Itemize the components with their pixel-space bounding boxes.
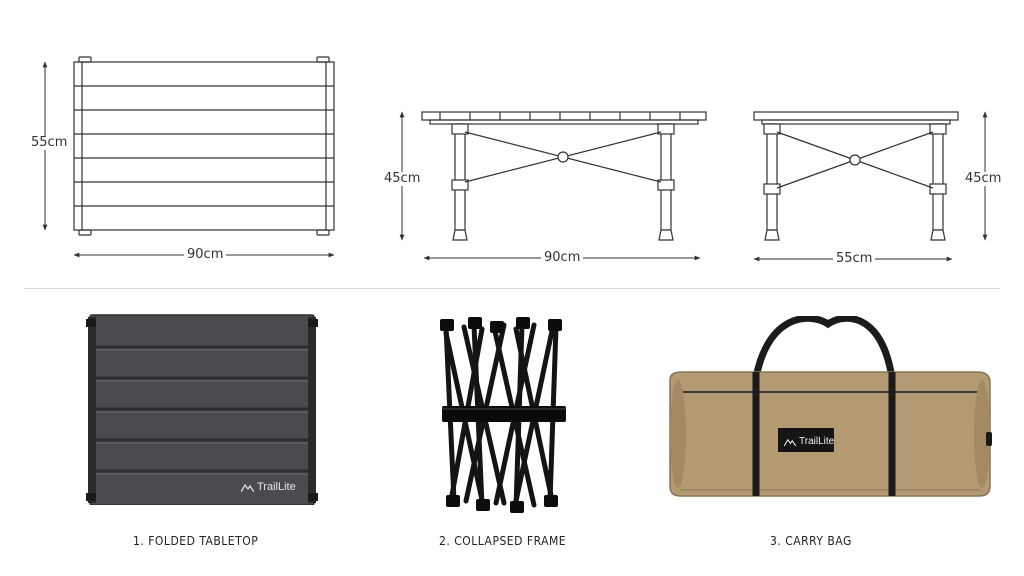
folded-tabletop-image [86,314,318,505]
collapsed-frame-image [440,317,566,513]
caption-folded-tabletop: 1. FOLDED TABLETOP [133,534,259,548]
bag-logo: TrailLite [784,436,834,447]
carry-bag-image [669,316,992,497]
mountain-logo-icon [784,438,796,446]
side-view-height-label: 45cm [962,172,1005,186]
top-view-width-label: 90cm [184,248,227,262]
front-view-height-label: 45cm [381,172,424,186]
side-view-drawing [753,111,959,241]
bag-brand-text: TrailLite [799,436,835,447]
tabletop-logo: TrailLite [241,481,296,493]
caption-collapsed-frame: 2. COLLAPSED FRAME [439,534,567,548]
front-view-drawing [421,111,707,241]
tabletop-brand-text: TrailLite [257,481,296,493]
front-view-width-label: 90cm [541,251,584,265]
section-divider [24,288,1000,289]
top-view-depth-label: 55cm [28,136,71,150]
mountain-logo-icon [241,483,254,492]
side-view-dimension-lines [753,111,988,262]
side-view-width-label: 55cm [833,252,876,266]
technical-drawings [42,56,988,262]
caption-carry-bag: 3. CARRY BAG [770,534,852,548]
top-view-drawing [73,56,335,236]
